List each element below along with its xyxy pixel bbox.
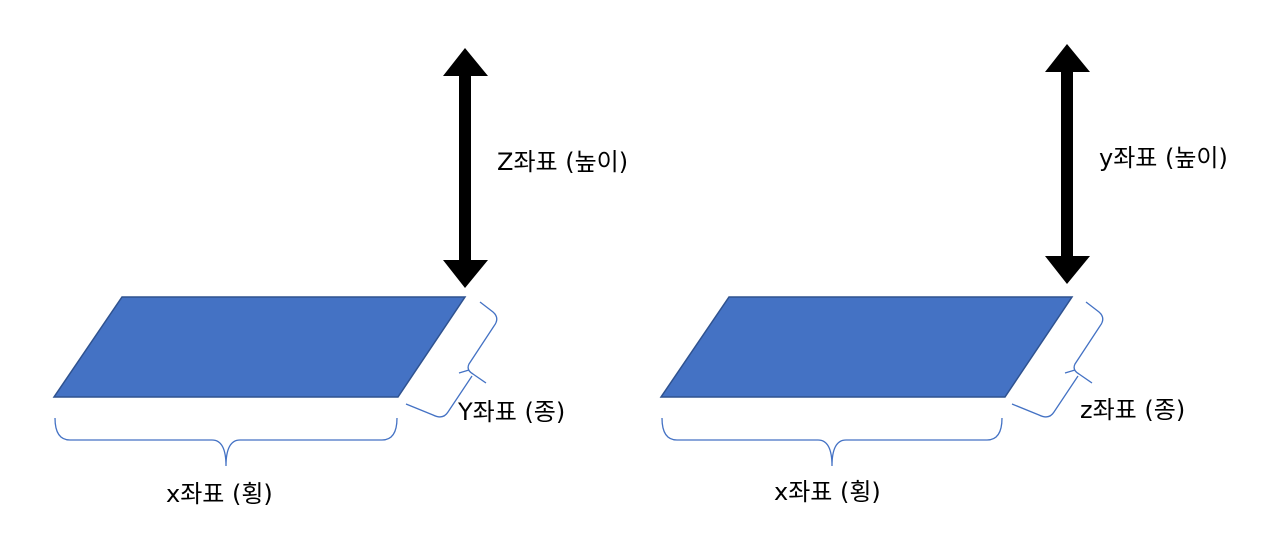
diagram-y-up: y좌표 (높이) z좌표 (종) x좌표 (횡)	[659, 44, 1228, 506]
width-label: x좌표 (횡)	[774, 478, 881, 506]
depth-label: Y좌표 (종)	[457, 398, 565, 426]
height-arrow-icon	[1045, 44, 1090, 284]
diagram-z-up: Z좌표 (높이) Y좌표 (종) x좌표 (횡)	[52, 48, 628, 508]
plane-surface	[52, 296, 467, 398]
height-label: Z좌표 (높이)	[497, 148, 628, 176]
width-brace	[54, 417, 398, 467]
width-label: x좌표 (횡)	[166, 480, 273, 508]
depth-brace	[1011, 301, 1104, 418]
depth-brace	[405, 301, 498, 418]
depth-label: z좌표 (종)	[1080, 396, 1185, 424]
plane-surface	[659, 296, 1074, 398]
width-brace	[661, 417, 1003, 467]
height-arrow-icon	[443, 48, 488, 288]
height-label: y좌표 (높이)	[1099, 144, 1228, 172]
